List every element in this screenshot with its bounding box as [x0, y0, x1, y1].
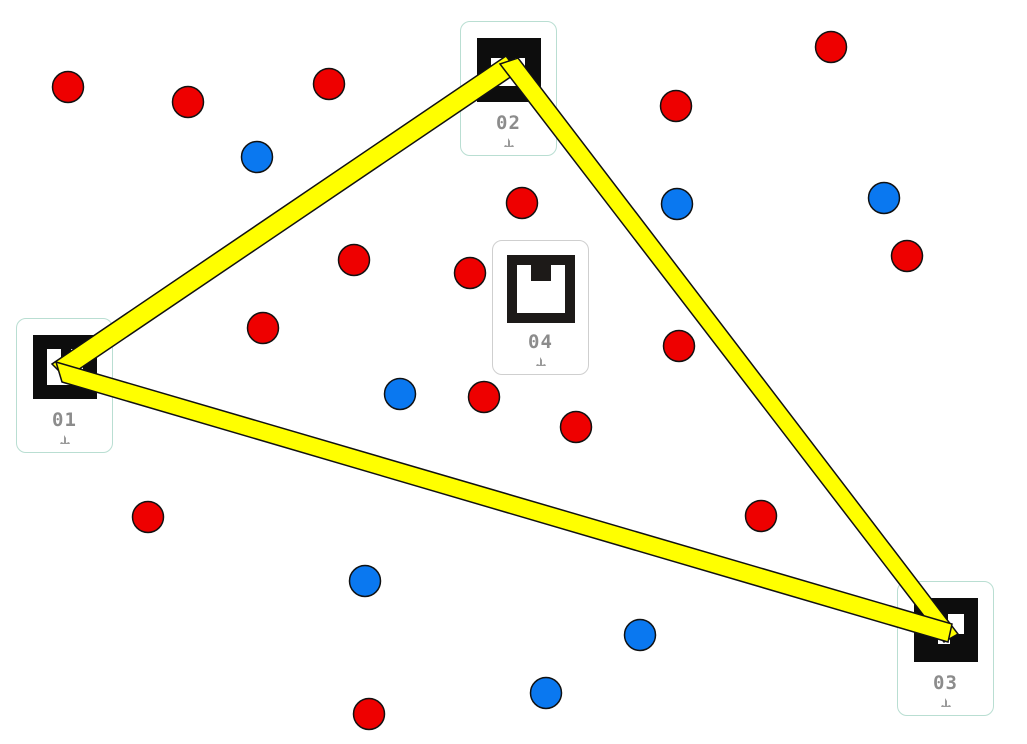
blue-ball[interactable] [623, 618, 657, 652]
aruco-marker-04 [507, 255, 575, 323]
triangle-edge-01-02 [50, 54, 520, 379]
playstation-icon [461, 138, 556, 151]
red-ball[interactable] [312, 67, 346, 101]
red-ball[interactable] [337, 243, 371, 277]
red-ball[interactable] [453, 256, 487, 290]
card-label: 04 [528, 331, 553, 353]
blue-ball[interactable] [240, 140, 274, 174]
card-label: 01 [52, 409, 77, 431]
red-ball[interactable] [505, 186, 539, 220]
blue-ball[interactable] [529, 676, 563, 710]
balls-layer [51, 30, 924, 731]
marker-card-03[interactable]: 03 [897, 581, 994, 716]
card-label: 03 [933, 672, 958, 694]
playstation-icon [898, 698, 993, 711]
red-ball[interactable] [814, 30, 848, 64]
red-ball[interactable] [890, 239, 924, 273]
blue-ball[interactable] [867, 181, 901, 215]
blue-ball[interactable] [383, 377, 417, 411]
playstation-icon [17, 435, 112, 448]
red-ball[interactable] [171, 85, 205, 119]
playstation-icon [493, 357, 588, 370]
red-ball[interactable] [659, 89, 693, 123]
red-ball[interactable] [246, 311, 280, 345]
marker-card-04[interactable]: 04 [492, 240, 589, 375]
red-ball[interactable] [662, 329, 696, 363]
triangle-edge-01-03 [54, 360, 953, 643]
red-ball[interactable] [51, 70, 85, 104]
blue-ball[interactable] [660, 187, 694, 221]
red-ball[interactable] [559, 410, 593, 444]
red-ball[interactable] [467, 380, 501, 414]
triangle-edge-02-03 [498, 57, 960, 643]
blue-ball[interactable] [348, 564, 382, 598]
red-ball[interactable] [131, 500, 165, 534]
red-ball[interactable] [352, 697, 386, 731]
marker-triangle [50, 54, 960, 643]
card-label: 02 [496, 112, 521, 134]
red-ball[interactable] [744, 499, 778, 533]
